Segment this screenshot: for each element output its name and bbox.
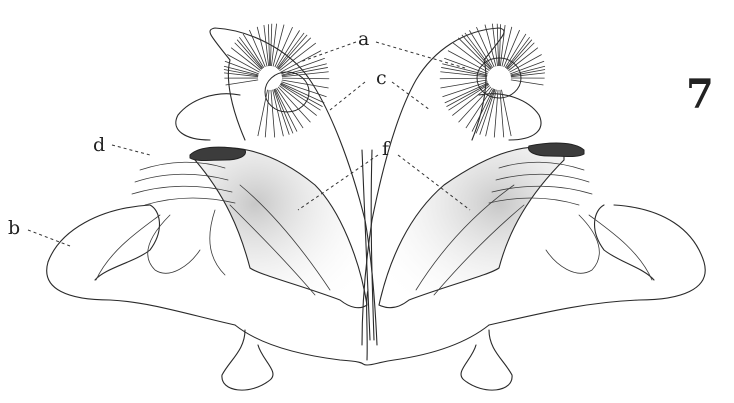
left-bristle-cluster xyxy=(224,24,329,138)
bristle xyxy=(500,25,505,66)
figure-number: 7 xyxy=(686,71,714,118)
right-valve xyxy=(362,24,705,390)
bristle xyxy=(462,35,491,69)
label-b: b xyxy=(8,217,20,239)
bristle xyxy=(271,24,276,66)
central-aedeagus xyxy=(362,150,374,360)
label-a: a xyxy=(358,28,369,50)
bristle xyxy=(282,78,329,79)
bristle xyxy=(277,33,304,68)
label-f: f xyxy=(382,138,391,160)
leader-d xyxy=(112,145,150,155)
bristle xyxy=(492,24,497,66)
label-c: c xyxy=(376,67,387,89)
leader-a-right xyxy=(376,42,465,68)
bristle xyxy=(499,24,500,66)
bristle xyxy=(485,25,496,67)
bristle xyxy=(476,27,494,67)
left-sclerite xyxy=(195,148,367,308)
leader-c-right xyxy=(392,82,430,110)
bristle xyxy=(465,33,492,68)
left-valve xyxy=(47,24,377,390)
bristle xyxy=(226,80,259,85)
left-outer-lobe xyxy=(47,205,235,325)
leader-a-left xyxy=(300,42,356,62)
label-d: d xyxy=(93,134,105,156)
bristle xyxy=(511,80,544,85)
bristle xyxy=(276,30,299,67)
bristle xyxy=(273,25,284,67)
bristle xyxy=(275,27,293,67)
bristle xyxy=(497,24,498,66)
bristle xyxy=(469,30,492,67)
bristle xyxy=(440,78,487,79)
leader-c-left xyxy=(330,82,365,110)
left-dark-rim xyxy=(190,147,246,160)
bristle xyxy=(264,25,269,66)
bristle xyxy=(280,43,316,71)
bristle xyxy=(268,24,269,66)
left-lower-hook xyxy=(222,330,273,390)
